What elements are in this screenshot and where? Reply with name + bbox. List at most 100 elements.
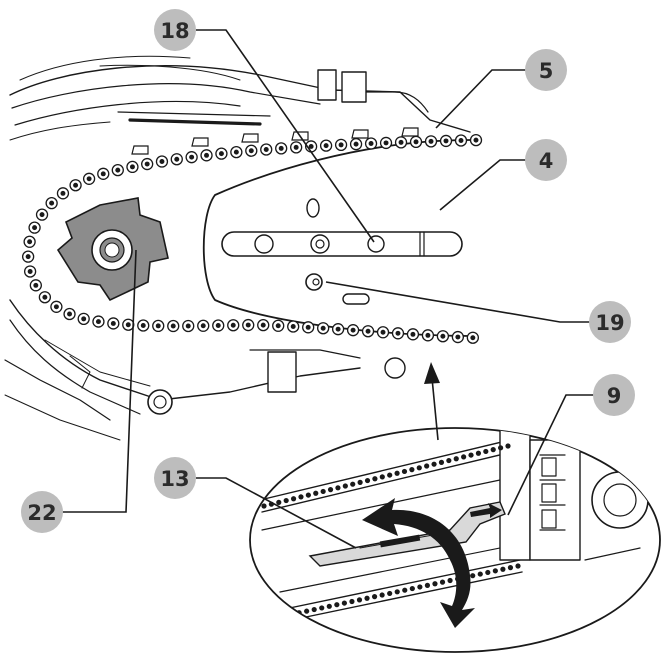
chain-rivet	[189, 154, 195, 160]
inset-chain-rivet	[349, 598, 355, 605]
chain-rivet	[60, 190, 66, 196]
callout-18: 18	[154, 9, 196, 51]
chain-rivet	[129, 164, 135, 170]
callout-19: 19	[589, 301, 631, 343]
inset-chain-rivet	[313, 490, 319, 496]
inset-chain-rivet	[283, 497, 289, 504]
chain-rivet	[410, 331, 416, 337]
inset-chain-rivet	[417, 584, 423, 590]
chain-rivet	[218, 151, 224, 157]
inset-chain-rivet	[447, 577, 453, 584]
chain-rivet	[42, 294, 48, 300]
inset-chain-rivet	[483, 448, 489, 455]
chain-rivet	[100, 171, 106, 177]
chain-cutter	[351, 129, 369, 139]
chain-rivet	[260, 322, 266, 328]
chain-rivet	[368, 141, 374, 146]
inset-chain-rivet	[409, 585, 415, 592]
chain-rivet	[353, 141, 359, 147]
inset-chain-rivet	[327, 487, 334, 493]
inset-chain-rivet	[424, 463, 430, 469]
chain-rivet	[27, 239, 33, 245]
detail-inset	[249, 427, 661, 653]
chain-rivet	[443, 138, 449, 144]
inset-chain-rivet	[477, 571, 483, 577]
chain-rivet	[233, 149, 239, 155]
inset-chain-rivet	[356, 597, 363, 603]
chain-rivet	[174, 156, 180, 162]
chain-rivet	[144, 161, 150, 167]
chain-rivet	[395, 330, 401, 336]
chain-rivet	[39, 212, 45, 218]
guide-bar	[202, 139, 471, 337]
chain-rivet	[245, 322, 251, 328]
chain-rivet	[455, 334, 461, 340]
chain-rivet	[305, 324, 311, 330]
inset-chain-rivet	[326, 603, 332, 609]
inset-chain-rivet	[387, 590, 393, 597]
chain-rivet	[110, 320, 116, 326]
inset-chain-rivet	[394, 589, 400, 595]
drive-sprocket	[56, 197, 169, 302]
inset-chain-rivet	[498, 445, 504, 451]
inset-chain-rivet	[290, 496, 297, 502]
svg-text:5: 5	[539, 59, 554, 83]
inset-chain-rivet	[505, 443, 511, 449]
chain-rivet	[95, 319, 101, 325]
chain-rivet	[200, 323, 206, 329]
inset-chain-rivet	[438, 459, 445, 465]
saw-chain	[21, 127, 483, 344]
saw-housing	[4, 55, 471, 441]
chain-rivet	[335, 326, 341, 332]
chain-rivet	[67, 311, 73, 317]
chain-rivet	[140, 323, 146, 328]
inset-chain-rivet	[281, 613, 287, 619]
chain-rivet	[383, 140, 389, 146]
chain-rivet	[293, 144, 299, 150]
inset-chain-rivet	[335, 485, 341, 491]
inset-chain-rivet	[446, 457, 452, 464]
chain-rivet	[81, 316, 87, 322]
inset-chain-rivet	[320, 488, 326, 495]
chain-rivet	[398, 139, 404, 145]
up-arrow-icon	[424, 362, 440, 441]
inset-chain-rivet	[357, 479, 363, 485]
inset-chain-rivet	[387, 472, 393, 478]
chain-rivet	[413, 139, 419, 145]
inset-chain-rivet	[401, 468, 408, 475]
chain-cutter	[241, 133, 259, 143]
chain-rivet	[155, 323, 161, 329]
chain-rivet	[308, 143, 314, 149]
inset-chain-rivet	[305, 492, 311, 498]
chain-rivet	[350, 327, 356, 333]
inset-chain-rivet	[431, 461, 437, 467]
chain-rivet	[323, 143, 329, 149]
callout-13: 13	[154, 457, 196, 499]
chain-rivet	[365, 328, 371, 334]
chain-rivet	[425, 332, 431, 338]
inset-chain-rivet	[298, 494, 304, 500]
chain-rivet	[278, 145, 284, 151]
inset-chain-rivet	[490, 447, 496, 453]
svg-text:9: 9	[607, 384, 622, 408]
chain-rivet	[263, 147, 269, 152]
chain-rivet	[320, 325, 326, 331]
chain-cutter	[191, 137, 209, 147]
chain-rivet	[170, 323, 176, 329]
chain-rivet	[275, 323, 281, 329]
leader-lines	[44, 29, 596, 549]
inset-chain-rivet	[424, 582, 431, 588]
inset-chain-rivet	[288, 611, 295, 617]
svg-text:13: 13	[160, 467, 189, 491]
chain-rivet	[49, 200, 55, 206]
inset-chain-rivet	[500, 566, 506, 572]
inset-chain-rivet	[492, 568, 498, 574]
inset-chain-rivet	[432, 581, 438, 587]
callout-9: 9	[593, 374, 635, 416]
inset-chain-rivet	[416, 465, 422, 471]
inset-chain-rivet	[379, 592, 385, 598]
inset-chain-rivet	[261, 503, 267, 509]
callout-5: 5	[525, 49, 567, 91]
